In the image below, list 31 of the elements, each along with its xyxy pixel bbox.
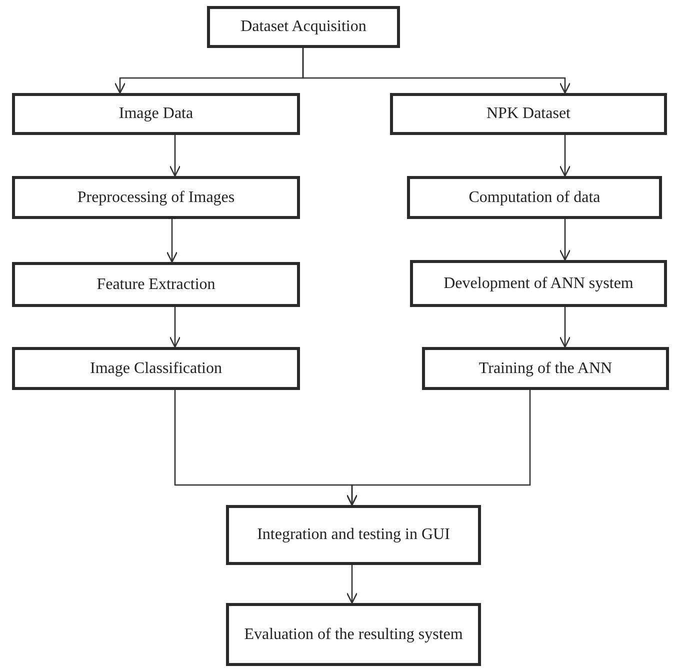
arrow [346,565,358,604]
step-label: Integration and testing in GUI [257,525,450,545]
process-box [407,176,662,219]
step-label: Training of the ANN [478,358,612,378]
step-label: Feature Extraction [96,274,216,294]
process-box [12,347,300,390]
process-box [226,505,481,565]
process-box [410,260,667,307]
step-label: Image Classification [90,358,222,378]
process-box [226,603,481,666]
arrow [559,219,571,261]
arrow [559,135,571,177]
process-box [422,347,669,390]
step-label: Evaluation of the resulting system [244,624,463,644]
step-label: NPK Dataset [486,104,570,124]
step-label: Dataset Acquisition [240,17,366,37]
arrow [166,219,178,263]
step-label: Preprocessing of Images [77,188,235,208]
arrow [559,307,571,348]
arrow [169,307,181,348]
process-box [12,93,300,135]
process-box [207,6,400,48]
process-box [390,93,667,135]
arrow [346,390,531,506]
step-label: Image Data [118,104,194,124]
arrow [302,48,571,94]
step-label: Computation of data [468,188,600,208]
process-box [12,262,300,307]
step-label: Development of ANN system [444,274,634,294]
process-box [12,176,300,219]
arrow [169,135,181,177]
